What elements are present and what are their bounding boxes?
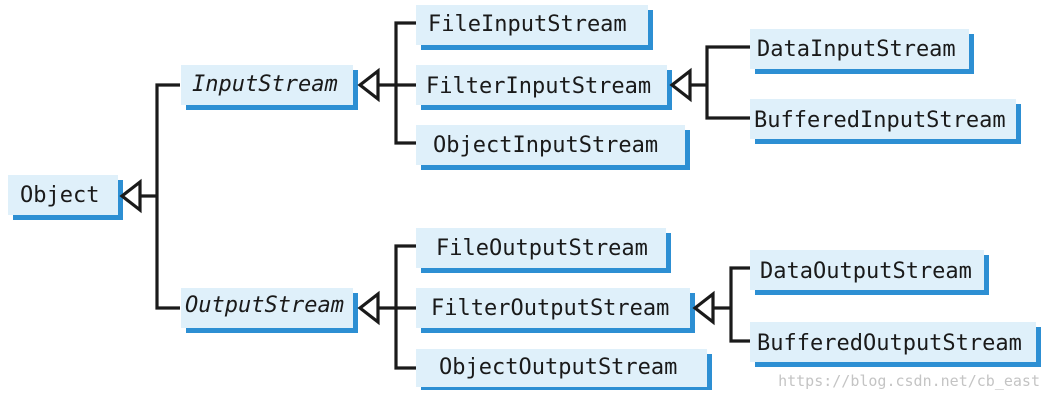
edge-filterinputstream-children [690,45,750,120]
watermark-url: https://blog.csdn.net/cb_east [778,372,1040,390]
class-fileoutputstream: FileOutputStream [416,228,671,273]
class-outputstream: OutputStream [181,288,358,333]
edge-outputstream-children [378,244,416,370]
class-filterinputstream-label: FilterInputStream [426,74,651,99]
class-dataoutputstream-label: DataOutputStream [760,259,972,284]
edge-filteroutputstream-children [713,266,750,343]
edge-inputstream-children [378,21,416,145]
class-fileoutputstream-label: FileOutputStream [436,236,648,261]
class-inputstream: InputStream [181,65,358,110]
class-bufferedinputstream-label: BufferedInputStream [754,108,1006,133]
class-objectoutputstream-label: ObjectOutputStream [439,355,677,380]
inheritance-arrow-filterinputstream [669,67,692,103]
class-objectinputstream-label: ObjectInputStream [433,133,658,158]
inheritance-arrow-filteroutputstream [692,290,715,326]
class-fileinputstream: FileInputStream [416,5,653,50]
class-bufferedinputstream: BufferedInputStream [750,99,1021,144]
class-dataoutputstream: DataOutputStream [750,250,989,295]
class-object-label: Object [20,183,99,208]
inheritance-connectors [140,21,750,370]
inheritance-arrow-inputstream [357,67,380,103]
class-objectoutputstream: ObjectOutputStream [416,349,712,390]
class-datainputstream: DataInputStream [750,29,974,74]
class-fileinputstream-label: FileInputStream [428,12,627,37]
class-datainputstream-label: DataInputStream [757,37,956,62]
class-filterinputstream: FilterInputStream [416,65,672,110]
class-bufferedoutputstream-label: BufferedOutputStream [757,331,1022,356]
class-outputstream-label: OutputStream [185,293,344,318]
class-object: Object [8,175,123,220]
inheritance-arrow-object [119,178,142,214]
class-bufferedoutputstream: BufferedOutputStream [750,322,1041,367]
edge-object-children [140,83,180,310]
class-objectinputstream: ObjectInputStream [416,125,690,170]
class-inputstream-label: InputStream [192,72,338,97]
inheritance-arrow-outputstream [357,290,380,326]
class-filteroutputstream-label: FilterOutputStream [431,296,669,321]
class-filteroutputstream: FilterOutputStream [416,288,695,333]
